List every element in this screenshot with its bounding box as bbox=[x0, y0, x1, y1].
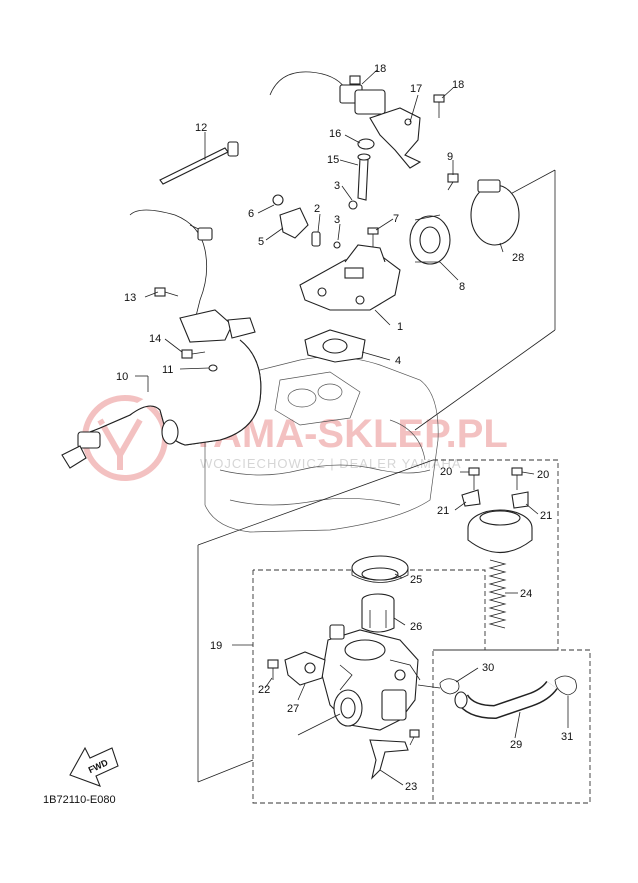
callout-4: 4 bbox=[395, 355, 401, 367]
callout-labels: 1 2 3 3 4 5 6 7 8 9 10 11 12 13 14 15 16… bbox=[116, 63, 573, 793]
callout-31: 31 bbox=[561, 731, 573, 743]
callout-28: 28 bbox=[512, 252, 524, 264]
bracket-23 bbox=[369, 729, 420, 780]
callout-20a: 20 bbox=[440, 466, 452, 478]
clamp-28 bbox=[470, 179, 520, 246]
leader-lines bbox=[135, 69, 569, 786]
callout-16: 16 bbox=[329, 128, 341, 140]
callout-18a: 18 bbox=[374, 63, 386, 75]
callout-15: 15 bbox=[327, 154, 339, 166]
ring-11 bbox=[208, 364, 218, 372]
clip-21b bbox=[511, 491, 529, 509]
callout-2: 2 bbox=[314, 203, 320, 215]
screw-20a bbox=[468, 467, 480, 490]
callout-24: 24 bbox=[520, 588, 532, 600]
throttle-body bbox=[321, 624, 441, 731]
engine-block-outline bbox=[204, 356, 439, 533]
group-bracket-diag2 bbox=[414, 329, 556, 431]
callout-29: 29 bbox=[510, 739, 522, 751]
sensor-wire-harness bbox=[269, 71, 386, 115]
callout-9: 9 bbox=[447, 151, 453, 163]
sensor-27 bbox=[284, 651, 326, 686]
cover-group-box bbox=[433, 459, 559, 651]
group-bracket-diag bbox=[197, 459, 434, 546]
ring-3 bbox=[333, 200, 358, 249]
callout-19: 19 bbox=[210, 640, 222, 652]
callout-26: 26 bbox=[410, 621, 422, 633]
clip-16 bbox=[357, 138, 375, 150]
callout-11: 11 bbox=[162, 364, 173, 376]
callout-3a: 3 bbox=[334, 180, 340, 192]
clip-31 bbox=[554, 675, 577, 696]
intake-joint-1 bbox=[299, 244, 401, 311]
callout-22: 22 bbox=[258, 684, 270, 696]
hose-29 bbox=[454, 680, 558, 720]
callout-20b: 20 bbox=[537, 469, 549, 481]
throttle-body-group-box bbox=[252, 569, 486, 804]
callout-13: 13 bbox=[124, 292, 136, 304]
callout-8: 8 bbox=[459, 281, 465, 293]
callout-5: 5 bbox=[258, 236, 264, 248]
callout-6: 6 bbox=[248, 208, 254, 220]
bolt-14 bbox=[181, 349, 206, 359]
callout-14: 14 bbox=[149, 333, 161, 345]
watermark-subtitle: WOJCIECHOWICZ | DEALER YAMAHA bbox=[200, 456, 462, 471]
screw-20b bbox=[511, 467, 523, 490]
callout-30: 30 bbox=[482, 662, 494, 674]
bolt-13 bbox=[154, 287, 179, 297]
callout-27: 27 bbox=[287, 703, 299, 715]
callout-21b: 21 bbox=[540, 510, 552, 522]
callout-1: 1 bbox=[397, 321, 403, 333]
clip-30 bbox=[439, 678, 460, 695]
bolt-9 bbox=[447, 173, 459, 191]
pin-2 bbox=[311, 231, 321, 247]
callout-23: 23 bbox=[405, 781, 417, 793]
group-bracket-low bbox=[197, 759, 254, 783]
watermark-logo-mark bbox=[97, 418, 143, 470]
bolt-22 bbox=[267, 659, 279, 680]
bracket-17 bbox=[369, 107, 422, 169]
callout-17: 17 bbox=[410, 83, 422, 95]
bolt-18b bbox=[433, 94, 445, 118]
piston-26 bbox=[361, 593, 395, 633]
gasket-4 bbox=[304, 329, 366, 363]
sensor-5 bbox=[279, 207, 309, 239]
hose-group-box bbox=[433, 649, 591, 804]
cover bbox=[467, 509, 533, 553]
intake-joint-8 bbox=[409, 214, 451, 265]
callout-18b: 18 bbox=[452, 79, 464, 91]
callout-21a: 21 bbox=[437, 505, 449, 517]
breather-hose-10 bbox=[61, 209, 262, 469]
fwd-arrow: FWD bbox=[69, 746, 119, 787]
callout-7: 7 bbox=[393, 213, 399, 225]
callout-12: 12 bbox=[195, 122, 207, 134]
screw-6 bbox=[272, 194, 284, 206]
callout-3b: 3 bbox=[334, 214, 340, 226]
hose-15 bbox=[357, 153, 371, 201]
diagram-code: 1B72110-E080 bbox=[43, 794, 116, 806]
diaphragm-25 bbox=[351, 555, 409, 583]
clip-21a bbox=[461, 489, 481, 507]
callout-10: 10 bbox=[116, 371, 128, 383]
spring-24 bbox=[488, 559, 507, 629]
callout-25: 25 bbox=[410, 574, 422, 586]
cable-tie-12 bbox=[159, 141, 239, 185]
